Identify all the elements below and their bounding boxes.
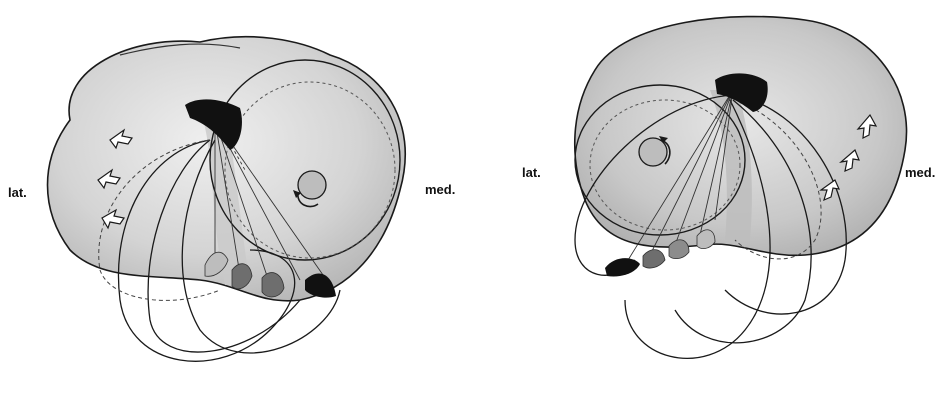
left-panel: lat. med. bbox=[0, 0, 470, 399]
left-diagram bbox=[0, 0, 470, 399]
rotation-center bbox=[298, 171, 326, 199]
medial-label-right: med. bbox=[905, 165, 935, 180]
ligament-insertion-mid-2 bbox=[669, 240, 689, 259]
right-diagram bbox=[475, 0, 945, 399]
medial-label-left: med. bbox=[425, 182, 455, 197]
ligament-insertion-mid bbox=[643, 250, 665, 268]
ligament-insertion-light bbox=[697, 230, 715, 249]
ligament-insertion-black bbox=[605, 258, 640, 276]
lateral-label-right: lat. bbox=[522, 165, 541, 180]
right-panel: lat. med. bbox=[475, 0, 945, 399]
lateral-label-left: lat. bbox=[8, 185, 27, 200]
